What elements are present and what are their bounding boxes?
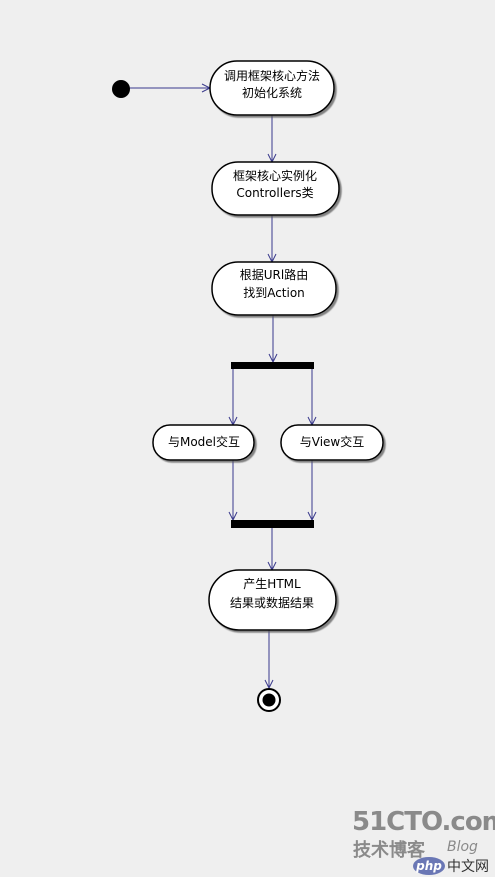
php-logo-text: php bbox=[415, 859, 442, 873]
watermark-site: 51CTO.com bbox=[352, 807, 495, 837]
node-label: 根据URl路由 bbox=[240, 267, 308, 282]
node-label: 产生HTML bbox=[243, 577, 301, 591]
action-node-instantiate: 框架核心实例化 Controllers类 bbox=[211, 161, 340, 216]
action-node-view: 与View交互 bbox=[280, 424, 384, 461]
node-label: 调用框架核心方法 bbox=[224, 68, 320, 83]
node-label: 与Model交互 bbox=[168, 434, 240, 449]
action-node-init: 调用框架核心方法 初始化系统 bbox=[209, 60, 335, 116]
action-node-result: 产生HTML 结果或数据结果 bbox=[208, 569, 337, 631]
join-bar bbox=[231, 520, 314, 528]
node-label: 框架核心实例化 bbox=[233, 168, 317, 183]
node-label: 结果或数据结果 bbox=[230, 595, 314, 610]
php-logo-icon bbox=[413, 857, 445, 875]
node-label: Controllers类 bbox=[236, 186, 313, 200]
action-node-model: 与Model交互 bbox=[152, 424, 255, 461]
fork-bar bbox=[231, 362, 314, 369]
watermark: 51CTO.com 技术博客 Blog bbox=[352, 807, 495, 861]
watermark-blog: Blog bbox=[447, 839, 478, 855]
php-logo: php 中文网 bbox=[413, 857, 489, 875]
php-site-text: 中文网 bbox=[447, 859, 489, 875]
watermark-subtitle: 技术博客 bbox=[353, 839, 426, 861]
action-node-route: 根据URl路由 找到Action bbox=[211, 261, 337, 316]
node-label: 找到Action bbox=[243, 286, 305, 300]
node-label: 与View交互 bbox=[300, 434, 364, 449]
node-label: 初始化系统 bbox=[242, 86, 302, 100]
start-node bbox=[112, 80, 130, 98]
end-node bbox=[257, 688, 281, 712]
